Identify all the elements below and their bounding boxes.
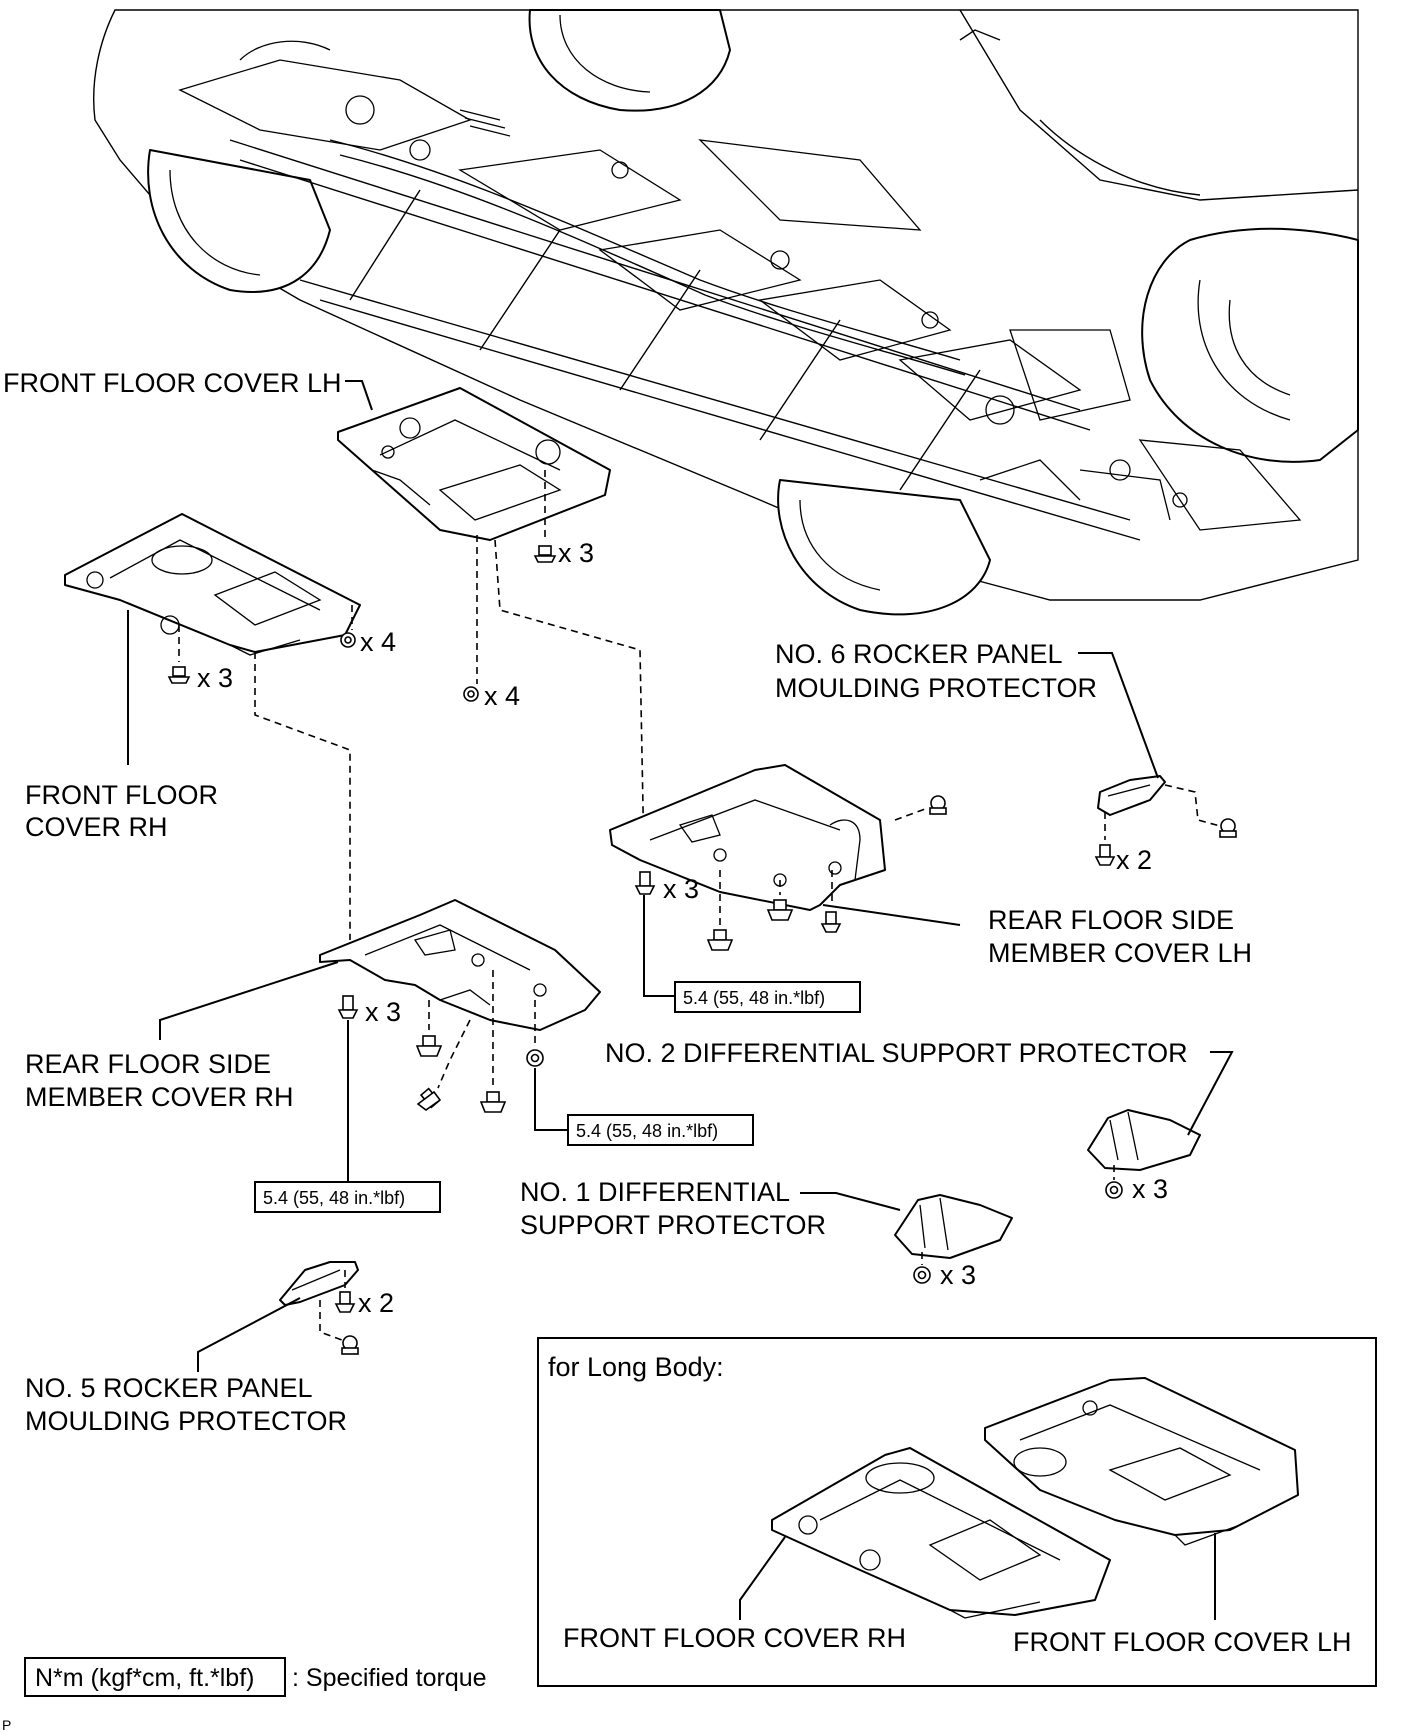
- rrh-bolt-c-icon: [479, 1091, 507, 1113]
- label-front-floor-cover-rh-line2: COVER RH: [25, 812, 168, 842]
- front-floor-cover-lh-leader: [345, 380, 373, 411]
- qty-no2-bolts: x 3: [1132, 1174, 1168, 1204]
- rrh-nut-icon: [526, 1049, 544, 1067]
- qty-frh-bolts: x 4: [360, 627, 396, 657]
- no6-side-bolt-icon: [1219, 818, 1237, 838]
- qty-rlh-bolts: x 3: [663, 874, 699, 904]
- inset-front-floor-cover-rh: [771, 1447, 1111, 1619]
- inset-title: for Long Body:: [548, 1352, 724, 1382]
- flh-clip-icon: [533, 545, 557, 563]
- qty-no6-bolts: x 2: [1116, 845, 1152, 875]
- frh-clip-icon: [167, 666, 191, 684]
- rrh-bolt-b-icon: [416, 1087, 442, 1111]
- legend-torque-unit: N*m (kgf*cm, ft.*lbf): [35, 1664, 254, 1692]
- no1-diff-leader: [800, 1192, 901, 1211]
- label-rear-floor-side-rh-line1: REAR FLOOR SIDE: [25, 1049, 271, 1079]
- frh-to-rear-rh-dashline: [254, 652, 351, 940]
- legend-description: : Specified torque: [292, 1664, 487, 1692]
- no1-bolt-icon: [913, 1266, 931, 1284]
- rlh-bolt-c-icon: [820, 911, 842, 933]
- rear-floor-side-member-cover-rh-leader: [159, 961, 339, 1040]
- rlh-side-bolt-icon: [929, 795, 947, 815]
- vehicle-underbody: [93, 9, 1359, 616]
- no2-differential-support-protector: [1087, 1109, 1201, 1171]
- inset-label-rh: FRONT FLOOR COVER RH: [563, 1623, 906, 1653]
- front-floor-cover-rh: [64, 513, 361, 656]
- no2-diff-leader: [1187, 1051, 1234, 1136]
- no6-bolt-icon: [1094, 844, 1116, 866]
- no5-rocker-leader: [197, 1297, 301, 1372]
- label-no6-rocker-line1: NO. 6 ROCKER PANEL: [775, 639, 1063, 669]
- front-floor-cover-lh: [337, 387, 611, 541]
- rrh-bolt-b-dashline: [437, 1019, 471, 1089]
- label-rear-floor-side-rh-line2: MEMBER COVER RH: [25, 1082, 294, 1112]
- torque-box-rear-rh-nut: [567, 1114, 754, 1146]
- label-front-floor-cover-lh: FRONT FLOOR COVER LH: [3, 368, 342, 398]
- inset-rh-leader: [739, 1536, 786, 1620]
- rear-floor-side-member-cover-rh: [319, 899, 601, 1031]
- qty-no1-bolts: x 3: [940, 1260, 976, 1290]
- label-no6-rocker-line2: MOULDING PROTECTOR: [775, 673, 1097, 703]
- torque-box-rear-lh: [674, 981, 861, 1013]
- no6-side-bolt-dashline: [1164, 784, 1221, 827]
- rlh-bolt-a-icon: [706, 929, 734, 951]
- rlh-side-bolt-dashline: [894, 807, 929, 821]
- qty-flh-bolts: x 4: [484, 681, 520, 711]
- label-no5-rocker-line1: NO. 5 ROCKER PANEL: [25, 1373, 313, 1403]
- rrh-bolt-left-icon: [337, 995, 359, 1019]
- qty-no5-bolts: x 2: [358, 1288, 394, 1318]
- rear-lh-torque-leader: [643, 895, 675, 997]
- no1-differential-support-protector: [894, 1194, 1013, 1259]
- no5-bolt-icon: [334, 1291, 356, 1313]
- legend-torque-box: [24, 1657, 286, 1697]
- inset-front-floor-cover-lh: [984, 1377, 1299, 1546]
- torque-box-rear-rh-bolt: [254, 1181, 441, 1213]
- label-rear-floor-side-lh-line1: REAR FLOOR SIDE: [988, 905, 1234, 935]
- no2-bolt-icon: [1105, 1181, 1123, 1199]
- qty-rrh-bolts: x 3: [365, 997, 401, 1027]
- label-rear-floor-side-lh-line2: MEMBER COVER LH: [988, 938, 1252, 968]
- rlh-bolt-left-icon: [634, 871, 656, 895]
- footer-mark: P: [2, 1717, 11, 1733]
- label-no2-differential: NO. 2 DIFFERENTIAL SUPPORT PROTECTOR: [605, 1038, 1188, 1068]
- no5-side-bolt-icon: [341, 1335, 359, 1355]
- label-no1-differential-line2: SUPPORT PROTECTOR: [520, 1210, 826, 1240]
- flh-bolt-icon: [463, 686, 479, 702]
- rrh-bolt-a-icon: [415, 1035, 443, 1057]
- torque-value-rear-rh-nut: 5.4 (55, 48 in.*lbf): [576, 1121, 718, 1141]
- no6-rocker-panel-moulding-protector: [1097, 775, 1166, 816]
- rear-floor-side-member-cover-lh: [609, 764, 886, 911]
- inset-label-lh: FRONT FLOOR COVER LH: [1013, 1627, 1352, 1657]
- label-front-floor-cover-rh-line1: FRONT FLOOR: [25, 780, 218, 810]
- qty-frh-clips: x 3: [197, 663, 233, 693]
- torque-value-rear-lh: 5.4 (55, 48 in.*lbf): [683, 988, 825, 1008]
- rear-floor-side-member-cover-lh-leader: [822, 904, 961, 926]
- label-no1-differential-line1: NO. 1 DIFFERENTIAL: [520, 1177, 790, 1207]
- rlh-bolt-b-icon: [766, 899, 794, 921]
- label-no5-rocker-line2: MOULDING PROTECTOR: [25, 1406, 347, 1436]
- rear-rh-nut-torque-leader: [534, 1068, 568, 1131]
- qty-flh-clips: x 3: [558, 538, 594, 568]
- frh-bolt-icon: [340, 632, 356, 648]
- torque-value-rear-rh-bolt: 5.4 (55, 48 in.*lbf): [263, 1188, 405, 1208]
- no6-rocker-leader: [1078, 652, 1159, 779]
